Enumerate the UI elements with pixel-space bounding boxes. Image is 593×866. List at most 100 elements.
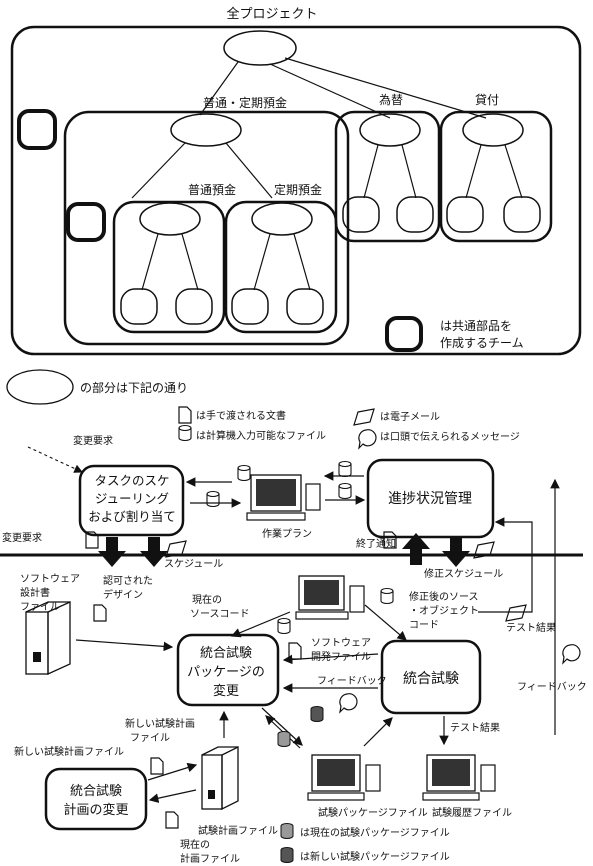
- svg-text:統合試験: 統合試験: [200, 645, 252, 661]
- svg-text:ソフトウェア: ソフトウェア: [20, 573, 80, 585]
- svg-text:現在の: 現在の: [192, 594, 222, 606]
- root-label: 全プロジェクト: [226, 6, 317, 22]
- speech-icon-2: [340, 694, 357, 712]
- kashitsuke-frame: [441, 112, 551, 241]
- file-icon-c: [339, 462, 351, 477]
- legend-mail: は電子メール: [380, 411, 440, 423]
- work-plan-label: 作業プラン: [262, 527, 312, 540]
- kawase-frame: [336, 112, 439, 241]
- document-icon: [179, 407, 191, 423]
- new-pkg-legend-icon: [281, 848, 293, 863]
- computer-icon-3: [308, 755, 380, 800]
- kashitsuke-leaf-2: [504, 197, 540, 232]
- svg-text:新しい試験計画: 新しい試験計画: [125, 717, 195, 730]
- teiki-leaf-2: [287, 289, 323, 324]
- mail-icon-4: [506, 605, 526, 621]
- document-icon-4: [94, 605, 106, 621]
- svg-text:試験計画ファイル: 試験計画ファイル: [198, 824, 278, 837]
- root-node: [224, 31, 296, 65]
- test-result-label-2: テスト結果: [450, 721, 500, 734]
- plan-file-cabinet: [202, 747, 238, 809]
- legend-new-pkg: は新しい試験パッケージファイル: [300, 850, 450, 863]
- svg-text:修正後のソース: 修正後のソース: [409, 590, 479, 603]
- change-request-label-1: 変更要求: [73, 434, 113, 447]
- pkg-file-icon-1: [311, 707, 323, 722]
- kashitsuke-leaf-1: [447, 197, 483, 232]
- file-icon-f: [381, 589, 393, 604]
- svg-text:認可された: 認可された: [103, 574, 153, 587]
- futsu-label: 普通預金: [188, 182, 236, 197]
- file-icon-a: [238, 466, 250, 481]
- kashitsuke-node: [463, 114, 523, 146]
- svg-text:試験履歴ファイル: 試験履歴ファイル: [432, 806, 512, 819]
- svg-text:タスクのスケ: タスクのスケ: [94, 473, 169, 488]
- document-icon-5: [289, 643, 301, 659]
- speech-icon: [359, 430, 376, 448]
- test-result-label-1: テスト結果: [506, 621, 556, 634]
- futsu-node: [140, 203, 200, 235]
- svg-text:フィードバック: フィードバック: [517, 681, 587, 693]
- computer-icon-2: [296, 576, 364, 619]
- legend-oral: は口頭で伝えられるメッセージ: [380, 431, 520, 443]
- svg-text:フィードバック: フィードバック: [317, 675, 387, 687]
- svg-text:統合試験: 統合試験: [70, 783, 122, 799]
- file-icon: [179, 426, 191, 441]
- fix-schedule-down-arrow: [442, 537, 470, 567]
- speech-icon-3: [563, 645, 580, 663]
- legend-ellipse: [7, 370, 73, 404]
- futsu-teiki-frame: [65, 112, 348, 344]
- change-plan-box: [46, 769, 146, 829]
- futsu-leaf-2: [176, 289, 212, 324]
- svg-text:統合試験: 統合試験: [403, 671, 459, 687]
- file-icon-d: [339, 484, 351, 499]
- document-icon-6: [151, 758, 163, 774]
- svg-text:設計書: 設計書: [20, 586, 50, 599]
- teiki-node: [252, 203, 312, 235]
- common-team-box-2: [68, 204, 104, 240]
- mail-icon: [354, 409, 374, 425]
- svg-text:計画の変更: 計画の変更: [63, 802, 128, 818]
- kashitsuke-label: 貸付: [475, 92, 499, 107]
- legend-team-line-1: は共通部品を: [440, 318, 512, 333]
- svg-text:デザイン: デザイン: [103, 588, 143, 601]
- teiki-frame: [226, 202, 336, 332]
- kawase-label: 為替: [379, 93, 403, 107]
- svg-text:現在の: 現在の: [180, 839, 210, 851]
- futsu-teiki-node: [171, 114, 241, 146]
- svg-text:進捗状況管理: 進捗状況管理: [388, 491, 472, 507]
- svg-text:ソフトウェア: ソフトウェア: [311, 637, 371, 649]
- svg-text:計画ファイル: 計画ファイル: [180, 852, 240, 865]
- svg-text:変更: 変更: [213, 683, 239, 699]
- svg-text:ジューリング: ジューリング: [95, 491, 169, 506]
- futsu-leaf-1: [121, 289, 157, 324]
- legend-team-line-2: 作成するチーム: [440, 336, 524, 350]
- computer-icon-4: [423, 755, 495, 800]
- common-team-box-1: [19, 111, 55, 148]
- current-pkg-legend-icon: [281, 824, 293, 839]
- kawase-node: [360, 114, 420, 146]
- schedule-label: スケジュール: [164, 558, 223, 570]
- svg-text:および割り当て: および割り当て: [88, 509, 176, 524]
- file-icon-e: [278, 619, 290, 634]
- legend-file: は計算機入力可能なファイル: [196, 429, 326, 442]
- document-icon-7: [166, 812, 178, 828]
- file-icon-b: [207, 492, 219, 507]
- svg-text:ソースコード: ソースコード: [190, 609, 250, 620]
- computer-icon-1: [247, 475, 320, 520]
- pkg-file-icon-2: [278, 732, 290, 747]
- svg-text:コード: コード: [409, 620, 439, 631]
- legend-ellipse-note: の部分は下記の通り: [80, 380, 188, 395]
- futsu-teiki-label: 普通・定期預金: [203, 95, 287, 110]
- futsu-frame: [114, 202, 224, 332]
- svg-text:・オブジェクト: ・オブジェクト: [409, 604, 479, 617]
- kawase-leaf-2: [397, 197, 433, 232]
- teiki-leaf-1: [232, 289, 268, 324]
- legend-current-pkg: は現在の試験パッケージファイル: [300, 826, 450, 839]
- legend-doc: は手で渡される文書: [196, 409, 286, 422]
- svg-text:ファイル: ファイル: [130, 733, 170, 744]
- svg-text:試験パッケージファイル: 試験パッケージファイル: [318, 806, 428, 819]
- schedule-down-arrow-1: [98, 537, 126, 567]
- svg-text:新しい試験計画ファイル: 新しい試験計画ファイル: [14, 745, 124, 758]
- teiki-label: 定期預金: [274, 182, 322, 197]
